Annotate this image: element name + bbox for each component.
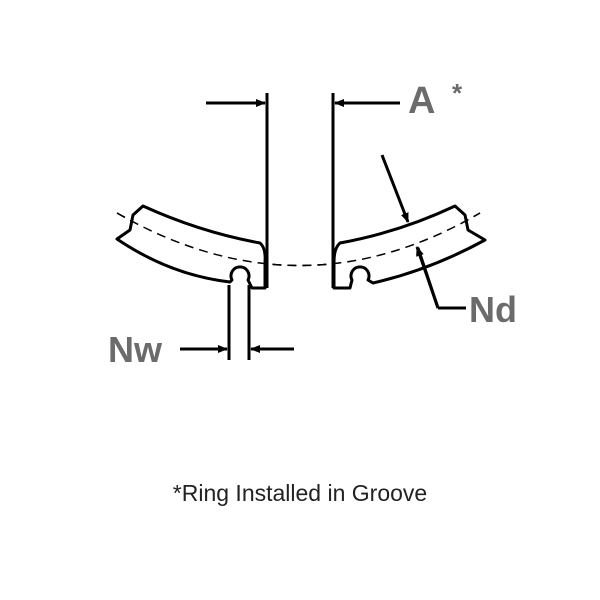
right-ring-segment	[332, 204, 487, 290]
dimension-note-asterisk: *	[452, 78, 463, 108]
nd-arrow-inner	[415, 246, 440, 309]
caption: *Ring Installed in Groove	[172, 480, 428, 506]
nd-arrow-outer	[380, 154, 410, 223]
dimension-label-a: A	[408, 80, 436, 122]
dimension-label-nd: Nd	[469, 289, 517, 330]
dimension-label-nw: Nw	[108, 329, 162, 370]
